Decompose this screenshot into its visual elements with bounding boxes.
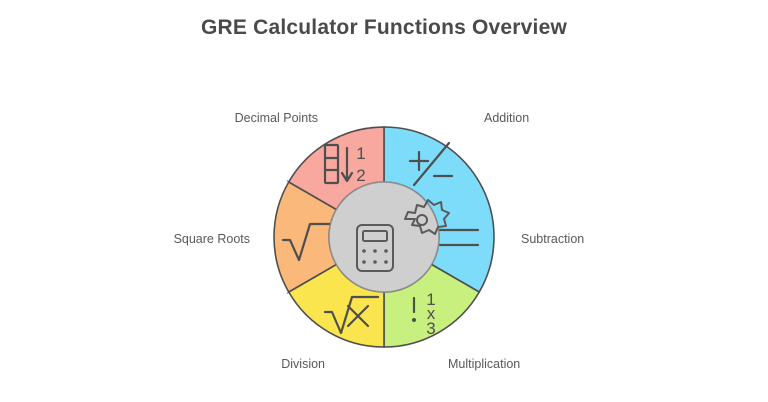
fraction-multiply-icon: 1 x 3 <box>412 290 436 338</box>
page-title: GRE Calculator Functions Overview <box>200 16 568 39</box>
sqrt-x-icon <box>323 295 380 335</box>
label-addition: Addition <box>484 111 529 125</box>
svg-text:2: 2 <box>356 166 365 185</box>
gear-icon <box>404 199 450 235</box>
label-division: Division <box>281 357 325 371</box>
svg-text:x: x <box>427 304 436 323</box>
label-multiplication: Multiplication <box>448 357 520 371</box>
decimal-arrow-icon: 1 2 <box>323 143 366 185</box>
svg-text:3: 3 <box>426 319 435 338</box>
center-hub[interactable] <box>328 181 440 293</box>
sqrt-icon <box>281 222 338 262</box>
svg-text:1: 1 <box>356 144 365 163</box>
svg-text:1: 1 <box>426 290 435 309</box>
label-decimal-points: Decimal Points <box>235 111 318 125</box>
equals-icon <box>438 228 480 247</box>
label-subtraction: Subtraction <box>521 232 584 246</box>
plus-minus-icon <box>408 141 454 187</box>
label-square-roots: Square Roots <box>174 232 250 246</box>
calculator-icon <box>356 224 394 272</box>
